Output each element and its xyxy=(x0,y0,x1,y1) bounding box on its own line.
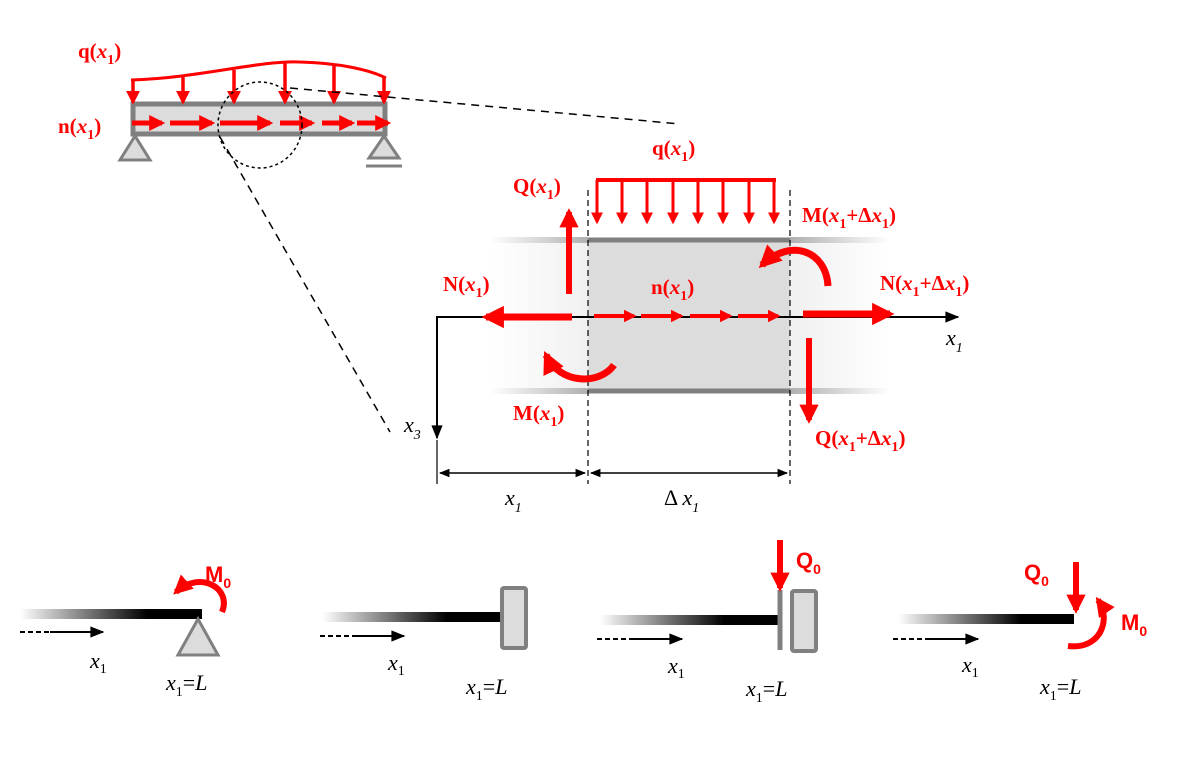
M-left-label: M(x1) xyxy=(513,401,564,430)
rod xyxy=(20,609,202,619)
dim-x1-label: x1 xyxy=(504,485,522,516)
x3-axis-label: x3 xyxy=(403,412,421,443)
rod xyxy=(600,615,778,625)
overview-q-label: q(x1) xyxy=(78,39,121,68)
roller-support-right xyxy=(366,133,402,160)
q-label: q(x1) xyxy=(652,136,695,165)
clamp-block xyxy=(500,586,528,650)
M-right-arrow xyxy=(758,244,832,287)
M-left-arrow xyxy=(542,350,617,383)
N-right-label: N(x1+Δx1) xyxy=(880,271,969,300)
position-label: x1=L xyxy=(165,670,207,700)
q-uniform-arrows xyxy=(591,180,780,225)
zoom-circle xyxy=(217,81,303,169)
beam-edge-top-right xyxy=(790,237,890,243)
rod xyxy=(322,612,500,622)
moment-arrow xyxy=(1067,596,1115,650)
pin-support-left xyxy=(117,133,153,162)
zoom-line-top xyxy=(289,87,681,125)
boundary-case-1: M0 x1 x1=L xyxy=(20,562,231,700)
zoom-line-bottom xyxy=(219,136,391,433)
boundary-case-3: Q0 x1 x1=L xyxy=(597,540,821,706)
overview-n-label: n(x1) xyxy=(58,114,101,143)
boundary-case-2: x1 x1=L xyxy=(320,586,528,704)
overview-beam: q(x1) n(x1) xyxy=(58,39,681,433)
pin-support xyxy=(175,615,221,657)
element-free-body: q(x1) Q(x1) N(x1) n(x1) M(x1) M(x1+Δx1) … xyxy=(403,136,969,516)
dim-dx1-label: Δ x1 xyxy=(664,485,699,516)
rod xyxy=(898,614,1074,624)
distributed-load-curve xyxy=(130,60,387,82)
moment-label: M0 xyxy=(205,562,231,591)
beam-body xyxy=(130,101,388,137)
axis-label: x1 xyxy=(961,652,979,681)
Q-right-label: Q(x1+Δx1) xyxy=(815,426,905,455)
position-label: x1=L xyxy=(745,676,787,706)
beam-edge-bot-right xyxy=(790,388,890,394)
axis-label: x1 xyxy=(89,648,107,677)
distributed-load-arrows xyxy=(126,63,391,105)
force-label: Q0 xyxy=(796,548,821,577)
beam-edge-top-left xyxy=(490,237,588,243)
axis-label: x1 xyxy=(667,653,685,682)
clamp-block xyxy=(790,589,818,653)
position-label: x1=L xyxy=(1039,674,1081,704)
N-left-label: N(x1) xyxy=(443,272,490,301)
beam-edge-bot-left xyxy=(490,388,588,394)
moment-arrow xyxy=(173,574,227,614)
M-right-label: M(x1+Δx1) xyxy=(802,203,896,232)
Q-left-label: Q(x1) xyxy=(513,174,561,203)
moment-label: M0 xyxy=(1121,610,1147,639)
axis-label: x1 xyxy=(387,650,405,679)
x1-axis-label: x1 xyxy=(945,325,963,356)
n-label: n(x1) xyxy=(651,275,694,304)
position-label: x1=L xyxy=(465,674,507,704)
force-label: Q0 xyxy=(1024,560,1049,589)
boundary-case-4: Q0 M0 x1 x1=L xyxy=(893,560,1147,704)
